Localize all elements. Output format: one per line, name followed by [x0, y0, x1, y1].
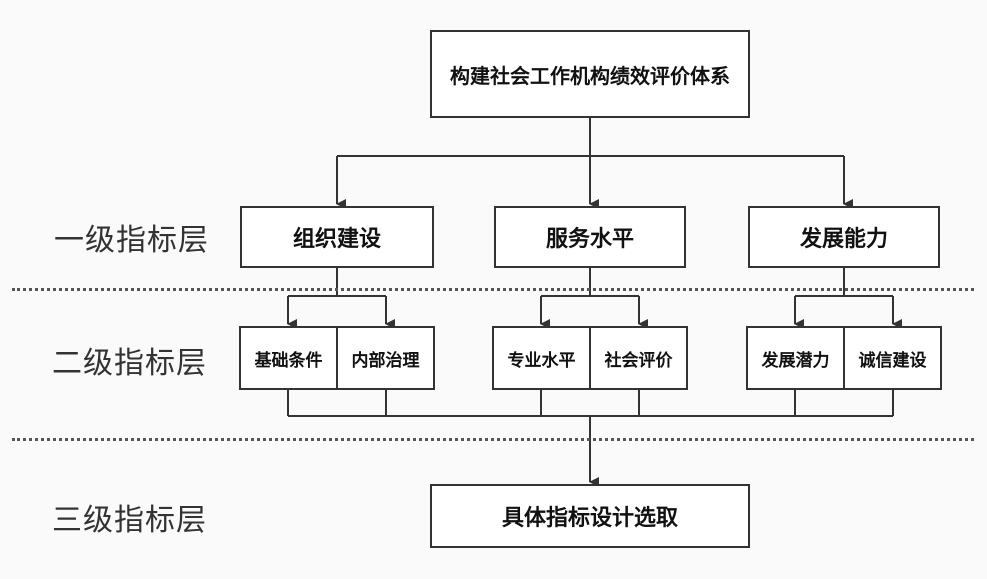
level-label-2: 二级指标层 [52, 346, 207, 381]
level2-node: 社会评价 [589, 328, 686, 388]
level2-node: 诚信建设 [843, 328, 940, 388]
level2-group-service: 专业水平 社会评价 [492, 326, 688, 390]
level-label-1: 一级指标层 [54, 223, 209, 258]
level1-node-service: 服务水平 [494, 206, 686, 268]
separator-2 [12, 438, 974, 441]
level2-node: 基础条件 [254, 350, 323, 371]
level1-node-dev: 发展能力 [748, 206, 940, 268]
level3-node: 具体指标设计选取 [430, 484, 750, 548]
level2-node: 专业水平 [507, 350, 576, 371]
level2-node: 发展潜力 [761, 350, 830, 371]
level2-group-org: 基础条件 内部治理 [239, 326, 435, 390]
separator-1 [12, 288, 974, 291]
level2-group-dev: 发展潜力 诚信建设 [746, 326, 942, 390]
level1-node-org: 组织建设 [240, 206, 434, 268]
level2-node: 内部治理 [336, 328, 433, 388]
root-node: 构建社会工作机构绩效评价体系 [430, 30, 750, 118]
level-label-3: 三级指标层 [52, 503, 207, 538]
